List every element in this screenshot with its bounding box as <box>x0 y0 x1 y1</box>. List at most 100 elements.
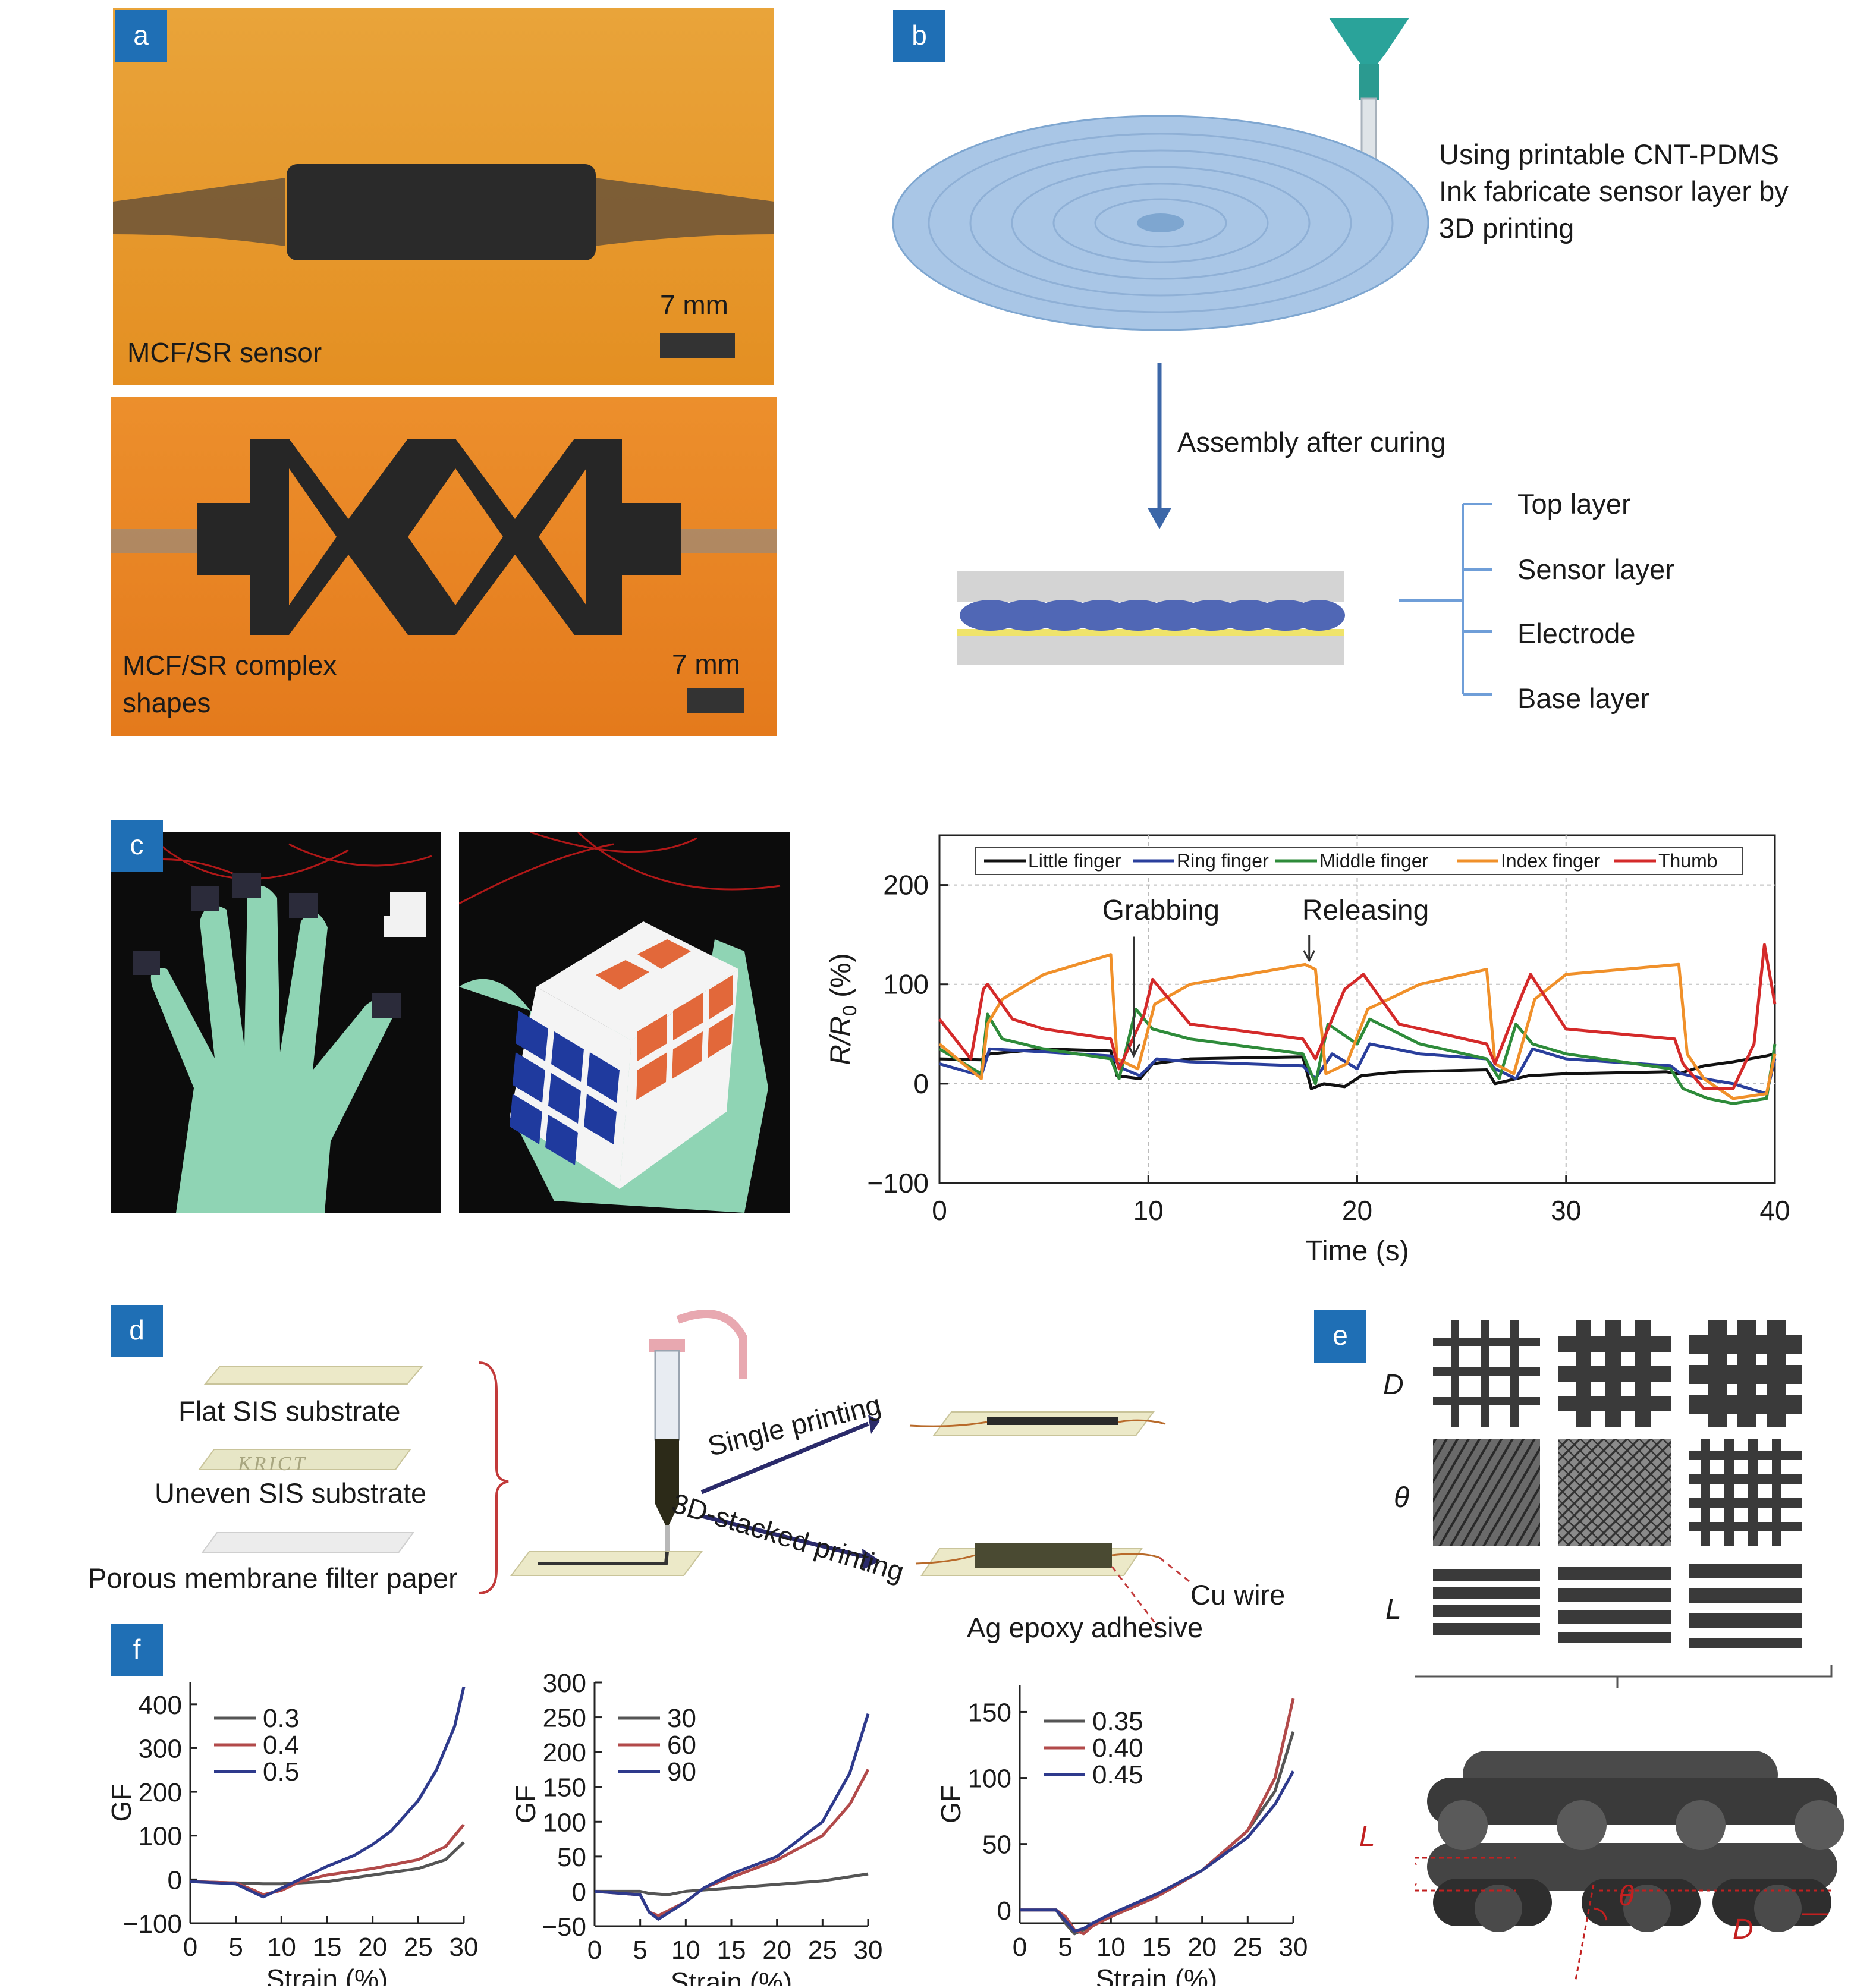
legend-label: Index finger <box>1501 850 1601 872</box>
y-tick-label: 400 <box>139 1691 182 1720</box>
x-axis-label: Strain (%) <box>1096 1964 1217 1986</box>
bottom-caption-line1: MCF/SR complex <box>122 650 337 681</box>
series-line <box>190 1686 466 1899</box>
layer-bracket <box>1399 503 1492 696</box>
y-tick-label: 300 <box>139 1734 182 1763</box>
grid-l-row <box>1433 1564 1802 1648</box>
legend-label: 0.4 <box>263 1731 299 1760</box>
y-axis-label: GF <box>106 1784 137 1822</box>
sensor-stack-icon <box>957 571 1345 665</box>
legend-label: 30 <box>667 1704 696 1733</box>
series-line-ring-finger <box>939 1042 1777 1096</box>
x-tick-label: 15 <box>313 1933 342 1962</box>
x-tick-label: 10 <box>267 1933 296 1962</box>
legend-label: 0.40 <box>1092 1734 1143 1763</box>
legend-label: 90 <box>667 1757 696 1786</box>
substrate-porous: Porous membrane filter paper <box>88 1562 458 1594</box>
y-tick-label: 50 <box>982 1830 1011 1860</box>
y-tick-label: 300 <box>543 1669 586 1698</box>
y-tick-label: 0 <box>913 1068 929 1099</box>
x-tick-label: 20 <box>762 1936 791 1965</box>
legend-label: 60 <box>667 1731 696 1760</box>
legend-label: Little finger <box>1028 850 1121 872</box>
bottom-caption-line2: shapes <box>122 687 211 718</box>
syringe-icon <box>649 1310 747 1558</box>
x-tick-label: 30 <box>1279 1933 1308 1962</box>
y-tick-label: 100 <box>543 1808 586 1837</box>
x-axis-label: Strain (%) <box>266 1964 388 1986</box>
series-line <box>1020 1770 1295 1933</box>
y-axis-label: GF <box>935 1785 966 1823</box>
substrate-uneven: Uneven SIS substrate <box>155 1477 427 1509</box>
substrate-sheets-icon <box>198 1361 509 1594</box>
y-tick-label: 0 <box>997 1896 1011 1926</box>
x-tick-label: 30 <box>854 1936 883 1965</box>
ag-epoxy-label: Ag epoxy adhesive <box>967 1612 1203 1643</box>
cube-hand-drawing <box>459 832 781 1213</box>
printing-desc-line3: 3D printing <box>1439 212 1575 244</box>
x-tick-label: 30 <box>450 1933 479 1962</box>
panel-label-a: a <box>115 10 167 62</box>
y-tick-label: −100 <box>867 1168 929 1199</box>
layer-base: Base layer <box>1517 682 1650 714</box>
stacked-printed-sensor-icon <box>915 1543 1190 1630</box>
x-tick-label: 20 <box>1187 1933 1217 1962</box>
y-tick-label: 200 <box>543 1738 586 1767</box>
row-label-theta: θ <box>1394 1482 1410 1514</box>
x-tick-label: 5 <box>1058 1933 1072 1962</box>
legend-label: 0.3 <box>263 1704 299 1733</box>
x-tick-label: 40 <box>1759 1195 1790 1226</box>
x-axis-label: Strain (%) <box>671 1967 792 1986</box>
top-caption: MCF/SR sensor <box>127 337 322 368</box>
x-tick-label: 25 <box>1233 1933 1262 1962</box>
y-tick-label: 150 <box>543 1773 586 1803</box>
bowtie-drawing <box>111 439 777 713</box>
y-axis-label: R/R0 (%) <box>825 953 860 1065</box>
row-label-l: L <box>1385 1594 1401 1625</box>
series-line-index-finger <box>938 953 1777 1100</box>
y-tick-label: 0 <box>572 1877 586 1907</box>
y-tick-label: 150 <box>968 1698 1011 1727</box>
x-tick-label: 0 <box>1013 1933 1027 1962</box>
print-nozzle-icon <box>1329 18 1409 165</box>
annotation-releasing: Releasing <box>1302 895 1429 926</box>
printing-arrows-icon <box>700 1415 880 1569</box>
x-tick-label: 0 <box>932 1195 947 1226</box>
print-substrate-icon <box>510 1551 703 1576</box>
panel-label-f: f <box>111 1624 163 1676</box>
dimension-marks <box>1415 1857 1831 1980</box>
x-tick-label: 20 <box>358 1933 387 1962</box>
open-hand-drawing <box>111 832 432 1213</box>
annotation-arrowhead <box>1303 950 1316 962</box>
krict-mark: KRICT <box>238 1453 307 1475</box>
series-line <box>190 1841 465 1886</box>
legend-label: Middle finger <box>1319 850 1429 872</box>
x-tick-label: 15 <box>717 1936 746 1965</box>
x-tick-label: 5 <box>228 1933 243 1962</box>
top-scale-label: 7 mm <box>660 290 728 320</box>
layer-sensor: Sensor layer <box>1517 553 1674 585</box>
panel-label-c: c <box>111 820 163 872</box>
dim-label-d: D <box>1733 1914 1753 1945</box>
legend-label: Ring finger <box>1177 850 1269 872</box>
x-tick-label: 10 <box>1096 1933 1126 1962</box>
row-label-d: D <box>1383 1369 1404 1401</box>
series-line <box>595 1872 869 1896</box>
legend-label: 0.5 <box>263 1757 299 1786</box>
x-tick-label: 30 <box>1551 1195 1581 1226</box>
rod-stack-icon <box>1427 1751 1844 1932</box>
panel-label-e: e <box>1314 1310 1366 1363</box>
printed-disc-icon <box>892 115 1429 331</box>
x-tick-label: 25 <box>808 1936 837 1965</box>
single-printed-sensor-icon <box>909 1411 1166 1436</box>
x-tick-label: 0 <box>587 1936 602 1965</box>
y-tick-label: 100 <box>968 1764 1011 1794</box>
lattice-diagram <box>1415 1320 1844 1980</box>
printing-desc-line2: Ink fabricate sensor layer by <box>1439 175 1789 207</box>
x-tick-label: 10 <box>671 1936 700 1965</box>
x-tick-label: 5 <box>633 1936 647 1965</box>
mcf-sr-complex-photo <box>111 397 777 736</box>
